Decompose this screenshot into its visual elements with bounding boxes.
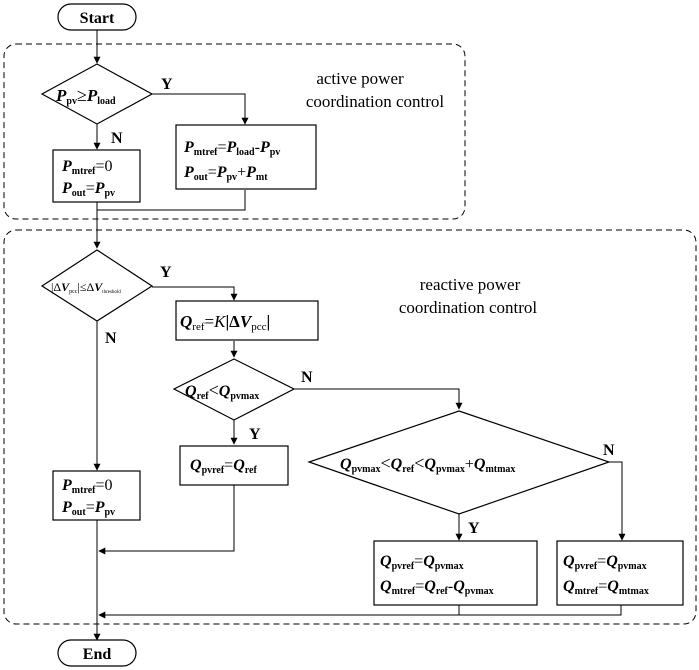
active-group-title-line2: coordination control bbox=[306, 92, 445, 111]
decision2-no-label: N bbox=[105, 330, 117, 347]
decision1-expression: Ppv≥Pload bbox=[55, 85, 116, 107]
start-label: Start bbox=[80, 10, 115, 27]
active-power-group bbox=[3, 43, 466, 220]
box-mtref-diff-line1: Pmtref=Pload-Ppv bbox=[183, 139, 280, 158]
box-q-max-line1: Qpvref=Qpvmax bbox=[563, 553, 647, 572]
box-mtref-zero-top bbox=[52, 149, 141, 203]
decision3-expression: Qref<Qpvmax bbox=[185, 380, 259, 402]
decision2-expression: |ΔVpcc|≤ΔVthreshold bbox=[51, 280, 121, 295]
decision-qref-lt-qpvmax bbox=[172, 358, 296, 421]
decision-vpcc-threshold bbox=[40, 249, 154, 322]
decision-ppv-ge-pload bbox=[40, 63, 154, 125]
decision4-no-label: N bbox=[603, 442, 615, 459]
box-qref-text: Qref=K|ΔVpcc| bbox=[180, 312, 270, 333]
decision4-yes-label: Y bbox=[468, 520, 480, 537]
reactive-group-title-line2: coordination control bbox=[399, 298, 538, 317]
decision1-no-label: N bbox=[111, 130, 123, 147]
box-q-split-line1: Qpvref=Qpvmax bbox=[380, 553, 464, 572]
box-q-split bbox=[373, 540, 538, 606]
box-qpvref-text: Qpvref=Qref bbox=[190, 457, 257, 476]
box-mtref-diff-line2: Pout=Ppv+Pmt bbox=[183, 164, 268, 183]
box-q-split-line2: Qmtref=Qref-Qpvmax bbox=[380, 578, 494, 597]
decision3-yes-label: Y bbox=[249, 426, 261, 443]
end-label: End bbox=[83, 646, 112, 663]
box-mtref-zero-top-line2: Pout=Ppv bbox=[61, 180, 115, 199]
box-mtref-zero-bottom bbox=[52, 470, 141, 521]
active-group-title-line1: active power bbox=[316, 69, 404, 88]
box-q-max-line2: Qmtref=Qmtmax bbox=[563, 578, 649, 597]
connectors bbox=[93, 30, 626, 641]
box-mtref-zero-bottom-line1: Pmtref=0 bbox=[61, 477, 113, 496]
box-mtref-zero-top-line1: Pmtref=0 bbox=[61, 158, 113, 177]
box-q-max bbox=[556, 540, 684, 606]
reactive-group-title-line1: reactive power bbox=[420, 275, 521, 294]
decision3-no-label: N bbox=[301, 369, 313, 386]
decision2-yes-label: Y bbox=[160, 264, 172, 281]
box-mtref-load-minus-pv bbox=[175, 124, 317, 190]
decision4-expression: Qpvmax<Qref<Qpvmax+Qmtmax bbox=[340, 453, 515, 475]
box-mtref-zero-bottom-line2: Pout=Ppv bbox=[61, 499, 115, 518]
decision1-yes-label: Y bbox=[161, 76, 173, 93]
box-qpvref-eq-qref bbox=[179, 445, 289, 486]
box-qref-formula bbox=[175, 300, 319, 341]
reactive-power-group bbox=[3, 229, 697, 625]
decision-qref-range bbox=[307, 410, 611, 515]
